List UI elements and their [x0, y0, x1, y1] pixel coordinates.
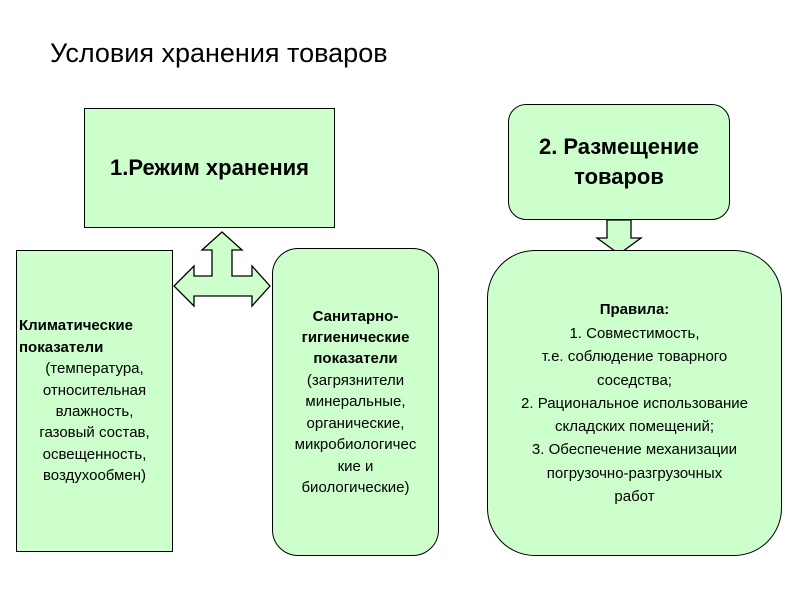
sanitary-line-5: кие и — [337, 457, 374, 475]
sanitary-line-6: биологические) — [301, 479, 410, 497]
rules-line-7: погрузочно-разгрузочных — [546, 464, 723, 482]
climatic-line-2: относительная — [42, 381, 147, 399]
climatic-title-line-2: показатели — [19, 338, 104, 356]
climatic-line-6: воздухообмен) — [43, 467, 146, 485]
rules-line-1: 1. Совместимость, — [569, 325, 700, 343]
climatic-line-4: газовый состав, — [39, 424, 150, 442]
page-title: Условия хранения товаров — [50, 38, 388, 68]
rules-line-2: т.е. соблюдение товарного — [541, 348, 728, 366]
climatic-title-line-1: Климатические — [19, 317, 133, 335]
sanitary-line-1: (загрязнители — [306, 371, 405, 389]
climatic-indicators-box: Климатические показатели (температура, о… — [16, 250, 173, 552]
climatic-line-1: (температура, — [45, 360, 144, 378]
sanitary-line-3: органические, — [306, 414, 405, 432]
sanitary-line-4: микробиологичес — [294, 436, 417, 454]
down-arrow — [595, 219, 643, 255]
sanitary-title-line-2: гигиенические — [301, 328, 410, 346]
climatic-line-5: освещенность, — [42, 445, 147, 463]
rules-line-4: 2. Рациональное использование — [521, 394, 748, 412]
placement-line-2: товаров — [574, 164, 664, 189]
climatic-line-3: влажность, — [55, 403, 134, 420]
rules-line-3: соседства; — [597, 371, 672, 389]
rules-title: Правила: — [599, 300, 670, 318]
sanitary-line-2: минеральные, — [305, 393, 406, 411]
sanitary-title-line-3: показатели — [313, 350, 398, 368]
storage-mode-label: 1.Режим хранения — [109, 155, 309, 180]
rules-line-6: 3. Обеспечение механизации — [531, 441, 738, 459]
sanitary-indicators-box: Санитарно- гигиенические показатели (заг… — [272, 248, 439, 556]
goods-placement-box: 2. Размещение товаров — [508, 104, 730, 220]
rules-line-5: складских помещений; — [554, 418, 715, 436]
rules-line-8: работ — [614, 487, 655, 505]
triple-arrow — [173, 231, 271, 308]
sanitary-title-line-1: Санитарно- — [312, 307, 399, 325]
storage-mode-box: 1.Режим хранения — [84, 108, 335, 228]
rules-box: Правила: 1. Совместимость, т.е. соблюден… — [487, 250, 782, 556]
placement-line-1: 2. Размещение — [538, 134, 700, 160]
